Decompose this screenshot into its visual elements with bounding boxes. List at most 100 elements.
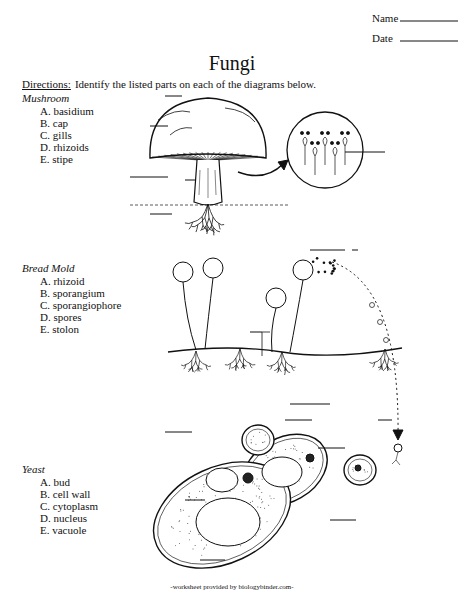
cytoplasm-dot: [189, 497, 190, 498]
basidium: [323, 137, 327, 165]
cytoplasm-dot: [293, 448, 294, 449]
cytoplasm-dot: [309, 467, 310, 468]
rhizoid: [240, 349, 244, 358]
drawing-part: [165, 432, 192, 433]
rhizoid: [225, 363, 231, 365]
cytoplasm-dot: [255, 535, 256, 536]
cytoplasm-dot: [258, 488, 259, 489]
part-name: D. nucleus: [40, 512, 87, 524]
gill: [202, 152, 207, 160]
drawing-part: [318, 448, 345, 449]
cytoplasm-dot: [265, 455, 266, 456]
cytoplasm-dot: [252, 501, 253, 502]
rhizoid: [197, 367, 198, 372]
rhizoid: [272, 361, 278, 365]
rhizoid: [278, 352, 282, 361]
rhizoid: [202, 217, 204, 226]
rhizoid: [286, 361, 292, 366]
rhizoid: [274, 367, 278, 370]
cytoplasm-dot: [250, 502, 251, 503]
cytoplasm-dot: [256, 485, 257, 486]
cytoplasm-dot: [367, 471, 368, 472]
drawing-part: [150, 126, 168, 127]
cytoplasm-dot: [285, 449, 286, 450]
germinating-spore: [394, 444, 402, 452]
rhizoid: [375, 358, 381, 362]
rhizoid: [181, 364, 186, 365]
dispersal-arc: [332, 262, 398, 436]
rhizoid: [188, 367, 191, 371]
zoom-arrow: [238, 164, 283, 176]
cytoplasm-dot: [256, 478, 257, 479]
cytoplasm-dot: [179, 520, 180, 521]
rhizoid: [200, 360, 206, 365]
sporangium: [266, 288, 286, 308]
cytoplasm-dot: [265, 435, 266, 436]
rhizoid: [279, 368, 281, 372]
cytoplasm-dot: [257, 506, 258, 507]
cytoplasm-dot: [267, 457, 268, 458]
part-name: E. stipe: [40, 153, 73, 165]
rhizoid: [241, 364, 243, 368]
rhizoid: [206, 365, 211, 367]
rhizoid: [230, 358, 235, 363]
spore: [331, 270, 334, 273]
drawing-part: [378, 420, 392, 421]
rhizoid: [240, 359, 243, 364]
spore: [333, 268, 336, 271]
rhizoid: [285, 361, 286, 367]
rhizoid: [198, 367, 202, 370]
rhizoid: [384, 365, 387, 369]
drawing-part: [185, 500, 205, 501]
rhizoid: [244, 358, 250, 363]
cytoplasm-dot: [260, 529, 261, 530]
drawing-part: [346, 131, 349, 134]
nucleus: [355, 465, 361, 471]
rhizoid: [207, 227, 208, 234]
cytoplasm-dot: [179, 543, 180, 544]
cell-wall: [344, 455, 376, 485]
drawing-part: [142, 446, 302, 583]
drawing-part: [336, 141, 339, 144]
cytoplasm-dot: [201, 555, 202, 556]
cytoplasm-dot: [190, 531, 191, 532]
rhizoid: [250, 363, 253, 368]
footer-note: -worksheet provided by biologybinder.com…: [170, 584, 293, 592]
cytoplasm-dot: [194, 545, 195, 546]
drawing-part: [285, 420, 312, 421]
cytoplasm-dot: [266, 521, 267, 522]
cytoplasm-dot: [300, 458, 301, 459]
cytoplasm-dot: [188, 516, 189, 517]
rhizoid: [192, 351, 196, 360]
cytoplasm-dot: [364, 469, 365, 470]
cytoplasm-dot: [171, 527, 172, 528]
cytoplasm-dot: [259, 489, 260, 490]
part-name: B. cap: [40, 117, 68, 129]
rhizoid: [192, 367, 195, 372]
cytoplasm-dot: [353, 471, 354, 472]
section-heading: Yeast: [22, 463, 45, 475]
cytoplasm-dot: [253, 481, 254, 482]
drawing-part: [130, 177, 168, 178]
cap-texture: [158, 108, 255, 135]
part-name: C. gills: [40, 129, 72, 141]
mold-rhizoids: [181, 349, 399, 375]
cytoplasm-dot: [203, 484, 204, 485]
cytoplasm-dot: [273, 498, 274, 499]
directions-text: Identify the listed parts on each of the…: [75, 78, 316, 90]
rhizoid: [198, 360, 199, 367]
cytoplasm-dot: [263, 442, 264, 443]
part-name: C. cytoplasm: [40, 500, 98, 512]
nucleus: [243, 473, 253, 483]
cytoplasm-dot: [270, 498, 271, 499]
cytoplasm-dot: [251, 439, 252, 440]
rhizoid: [291, 366, 294, 371]
cytoplasm-dot: [259, 496, 260, 497]
stolon: [168, 348, 402, 355]
rhizoid: [219, 223, 224, 225]
rhizoid: [278, 361, 279, 368]
cytoplasm-dot: [256, 495, 257, 496]
cell-wall: [242, 425, 274, 455]
drawing-part: [262, 332, 270, 356]
